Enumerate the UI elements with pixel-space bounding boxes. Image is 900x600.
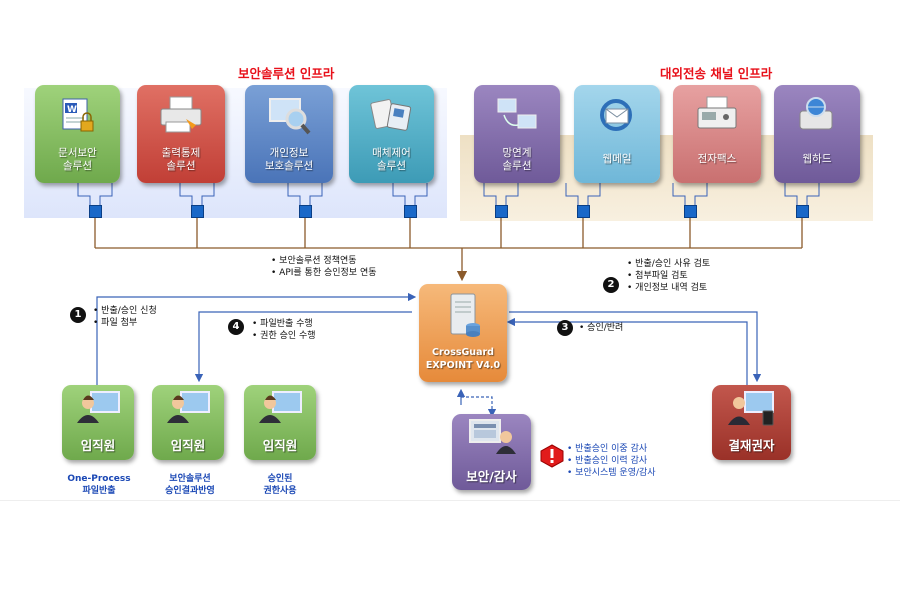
employee-icon xyxy=(77,391,120,423)
tile-square-links xyxy=(77,183,820,205)
tile-label: 매체제어 솔루션 xyxy=(372,147,411,172)
step-4-note-1: • 파일반출 수행 xyxy=(252,319,313,329)
auditor-icon xyxy=(468,419,516,454)
flow-arrows xyxy=(96,292,762,418)
security-solution-tile[interactable]: W 문서보안 솔루션 xyxy=(35,85,120,183)
tile-label: 웹메일 xyxy=(602,153,632,165)
connector-square xyxy=(495,205,508,218)
connector-square xyxy=(684,205,697,218)
step-2-note-1: • 반출/승인 사유 검토 xyxy=(627,259,711,269)
security-solution-tile[interactable]: 매체제어 솔루션 xyxy=(349,85,434,183)
employee-tile[interactable]: 임직원 xyxy=(62,385,134,460)
step-3-note-1: • 승인/반려 xyxy=(579,323,624,333)
channel-tile[interactable]: 전자팩스 xyxy=(673,85,761,183)
approver-label: 결재권자 xyxy=(728,438,775,453)
tile-label: 개인정보 보호솔루션 xyxy=(264,147,314,172)
employee-label: 임직원 xyxy=(170,438,206,453)
step-4-note-2: • 권한 승인 수행 xyxy=(252,331,316,341)
channel-tile[interactable]: 망연계 솔루션 xyxy=(474,85,560,183)
audit-note-3: • 보안시스템 운영/감사 xyxy=(567,468,656,478)
connector-square xyxy=(577,205,590,218)
tile-label: 전자팩스 xyxy=(697,153,737,165)
server-name-line1: CrossGuard xyxy=(432,347,494,358)
employee-tile[interactable]: 임직원 xyxy=(244,385,316,460)
monitor-magnifier-icon xyxy=(269,98,311,135)
tile-label: 망연계 솔루션 xyxy=(502,147,532,172)
channel-tile[interactable]: 웹하드 xyxy=(774,85,860,183)
integration-bus xyxy=(94,218,803,282)
step-1-note-2: • 파일 첨부 xyxy=(93,318,138,328)
server-name-line2: EXPOINT V4.0 xyxy=(425,360,501,371)
employee-tile[interactable]: 임직원 xyxy=(152,385,224,460)
connector-square xyxy=(299,205,312,218)
policy-note-2: • API를 통한 승인정보 연동 xyxy=(271,268,377,278)
printer-icon xyxy=(160,96,202,133)
step-4-badge: 4 xyxy=(228,319,244,335)
employee-caption: 승인된 권한사용 xyxy=(263,474,297,496)
connector-square xyxy=(191,205,204,218)
tile-label: 문서보안 솔루션 xyxy=(58,147,97,172)
employee-caption: One-Process 파일반출 xyxy=(67,474,131,496)
auditor-label: 보안/감사 xyxy=(466,469,517,484)
approver-icon xyxy=(727,391,774,426)
connector-square xyxy=(404,205,417,218)
security-infra-title: 보안솔루션 인프라 xyxy=(238,66,335,81)
channel-tile[interactable]: 웹메일 xyxy=(574,85,660,183)
webhard-icon xyxy=(799,97,833,130)
step-3-badge: 3 xyxy=(557,320,573,336)
employee-label: 임직원 xyxy=(80,438,116,453)
step-2-note-3: • 개인정보 내역 검토 xyxy=(627,283,708,293)
audit-note-2: • 반출승인 이력 감사 xyxy=(567,456,648,466)
document-lock-icon: W xyxy=(62,98,93,132)
connector-square xyxy=(89,205,102,218)
auditor-tile[interactable]: 보안/감사 xyxy=(452,414,531,490)
divider xyxy=(0,500,900,501)
employee-icon xyxy=(167,391,210,423)
svg-text:W: W xyxy=(67,105,77,115)
tile-label: 출력통제 솔루션 xyxy=(161,147,201,172)
server-icon xyxy=(450,293,480,337)
approver-tile[interactable]: 결재권자 xyxy=(712,385,791,460)
crossguard-server-tile[interactable]: CrossGuard EXPOINT V4.0 xyxy=(419,284,507,382)
media-device-icon xyxy=(369,99,411,131)
policy-note-1: • 보안솔루션 정책연동 xyxy=(271,256,357,266)
channel-infra-title: 대외전송 채널 인프라 xyxy=(660,66,773,81)
employee-label: 임직원 xyxy=(262,438,298,453)
security-solution-tile[interactable]: 개인정보 보호솔루션 xyxy=(245,85,333,183)
step-1-badge: 1 xyxy=(70,307,86,323)
connector-square xyxy=(796,205,809,218)
employee-icon xyxy=(259,391,302,423)
audit-note-1: • 반출승인 이중 감사 xyxy=(567,444,648,454)
step-1-note-1: • 반출/승인 신청 xyxy=(93,306,157,316)
warning-icon xyxy=(540,444,564,468)
step-2-note-2: • 첨부파일 검토 xyxy=(627,271,688,281)
security-solution-tile[interactable]: 출력통제 솔루션 xyxy=(137,85,225,183)
webmail-icon xyxy=(600,99,632,131)
network-link-icon xyxy=(497,98,537,129)
tile-label: 웹하드 xyxy=(802,153,832,165)
employee-caption: 보안솔루션 승인결과반영 xyxy=(165,474,215,496)
fax-icon xyxy=(697,96,737,129)
step-2-badge: 2 xyxy=(603,277,619,293)
